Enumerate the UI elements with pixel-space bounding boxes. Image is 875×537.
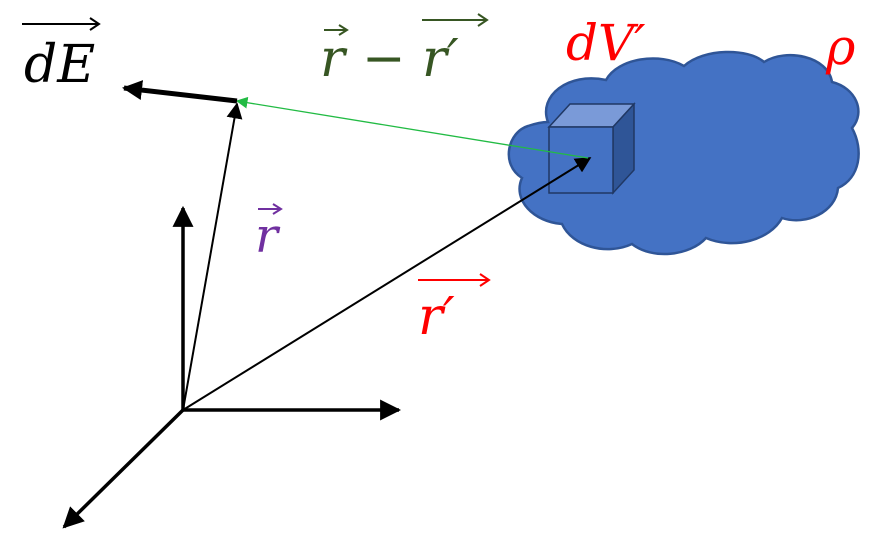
coordinate-axes — [62, 205, 402, 529]
difference-left-arrow-icon — [338, 24, 349, 36]
source-position-vector — [182, 157, 592, 411]
source-position-label: r′ — [418, 273, 491, 347]
difference-right-text: r′ — [422, 29, 459, 89]
field-element-arrow — [122, 80, 238, 104]
difference-right-arrow-icon — [477, 13, 489, 27]
axis-x — [62, 408, 185, 529]
field-label: dE — [22, 17, 101, 95]
cube-front-face — [548, 126, 614, 194]
separation-vector — [235, 96, 589, 159]
difference-minus-text: − — [362, 29, 406, 89]
position-label: r — [255, 203, 283, 264]
volume-element-label: dV′ — [566, 14, 646, 72]
difference-label: r − r′ — [320, 13, 489, 89]
source-label-arrow-icon — [479, 273, 491, 287]
field-label-text: dE — [24, 35, 95, 95]
volume-element-cube — [547, 102, 636, 195]
position-vector — [182, 102, 243, 411]
source-label-text: r′ — [418, 287, 455, 347]
difference-left-text: r — [320, 29, 348, 89]
position-label-text: r — [255, 208, 281, 264]
field-label-overarrow-icon — [89, 17, 101, 31]
density-label: ρ — [825, 18, 856, 76]
position-label-arrow-icon — [272, 203, 283, 215]
